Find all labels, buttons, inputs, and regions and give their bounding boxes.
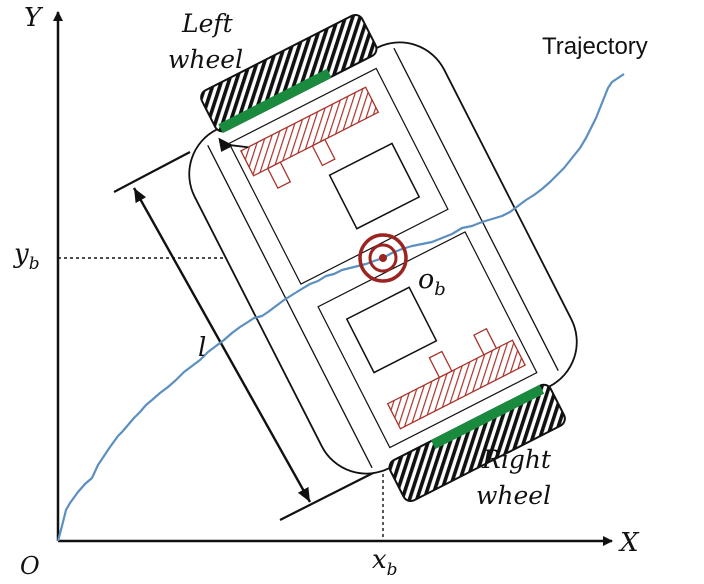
lower-gear-left [428, 350, 453, 379]
x-axis-label: X [618, 528, 640, 558]
yb-label-main: y [13, 239, 29, 269]
left-wheel-label-line1: Left [181, 9, 234, 38]
origin-label: O [20, 552, 40, 580]
wheelbase-dimension-arrow-b [220, 344, 312, 503]
wheelbase-extension-top [113, 151, 191, 193]
wheel-offset-arrowhead [218, 137, 234, 152]
lower-gear-right [473, 327, 498, 356]
center-inner-ring [368, 243, 398, 273]
xb-label-subscript: b [387, 560, 398, 580]
chassis-inner-line-left [207, 144, 373, 469]
lower-motor-box [345, 286, 438, 374]
center-outer-ring [358, 233, 408, 283]
chassis-inner-line-right [393, 47, 559, 372]
center-label-main: o [418, 264, 434, 295]
wheelbase-extension-bottom [279, 471, 376, 521]
right-wheel-contact-strip [430, 384, 545, 450]
center-label: ob [418, 264, 446, 300]
left-wheel-contact-strip [218, 68, 332, 134]
right-wheel-label-line2: wheel [476, 481, 551, 510]
yb-label: yb [13, 239, 40, 274]
upper-motor-box [328, 142, 421, 230]
wheelbase-dimension-arrow-a [132, 187, 224, 346]
left-wheel-label-line2: wheel [168, 45, 243, 74]
wheelbase-label: l [198, 333, 206, 363]
y-axis-label: Y [24, 3, 44, 33]
center-label-subscript: b [434, 279, 446, 300]
center-dot [379, 254, 387, 262]
upper-gear-right [311, 138, 336, 167]
right-wheel-label-line1: Right [481, 445, 552, 474]
xb-label-main: x [372, 545, 387, 575]
xb-label: xb [372, 545, 398, 580]
upper-gear-left [266, 161, 292, 190]
trajectory-label: Trajectory [542, 33, 648, 60]
yb-label-subscript: b [29, 254, 40, 274]
trajectory-curve [56, 73, 625, 542]
